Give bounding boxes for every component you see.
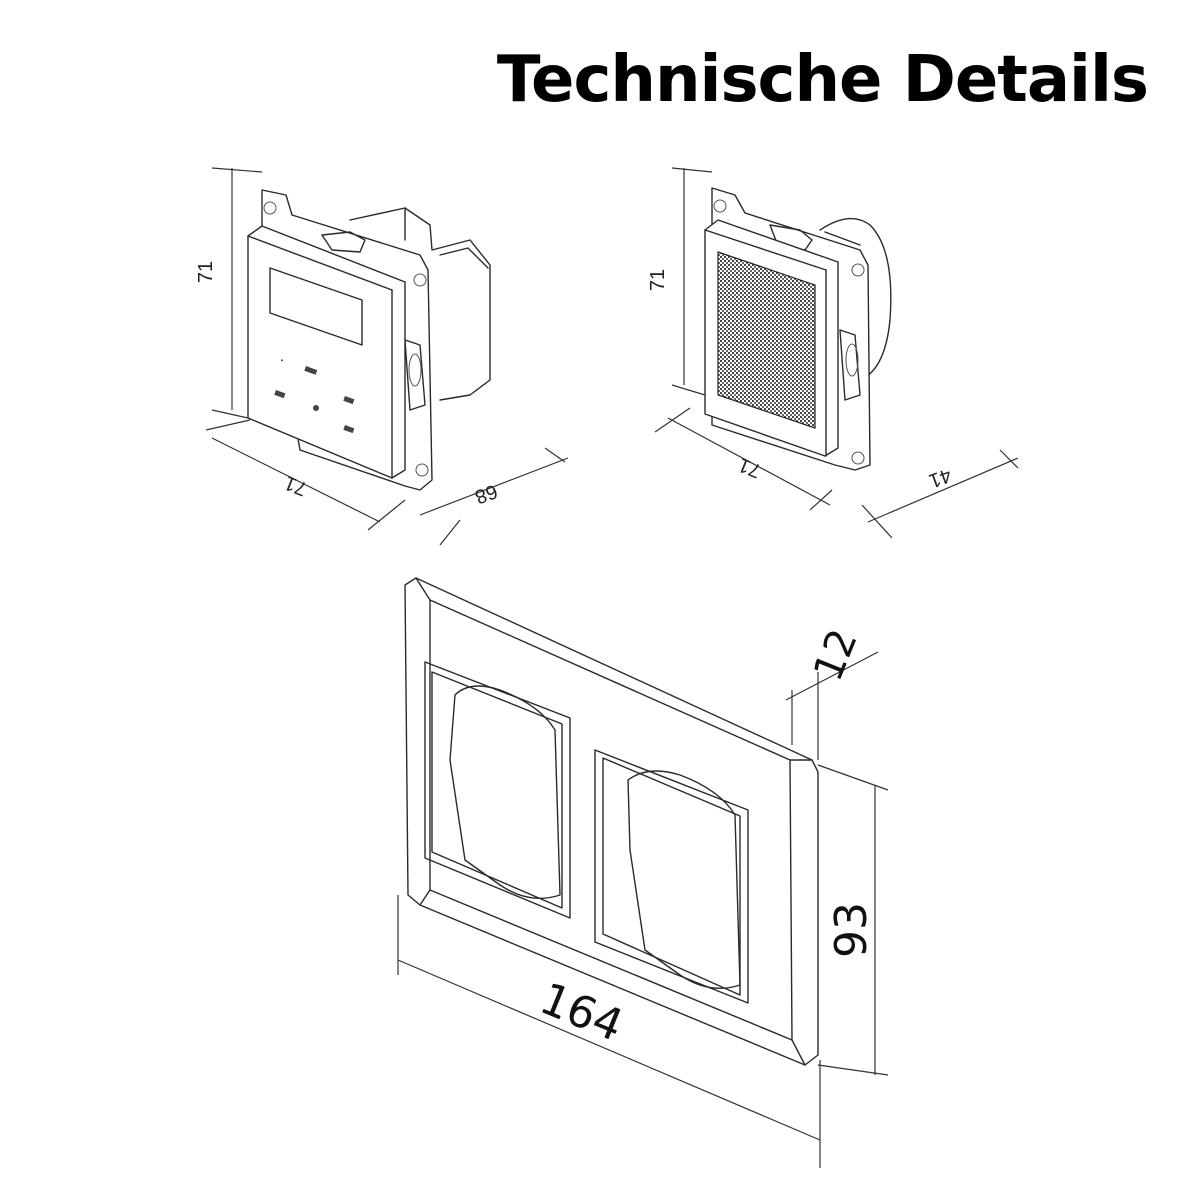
svg-text:•: •: [279, 357, 284, 365]
page-title: Technische Details: [496, 43, 1149, 117]
double-frame-drawing: [404, 577, 819, 1066]
speaker-height-label: 71: [647, 269, 669, 291]
radio-dimensions: [205, 167, 569, 546]
speaker-width-label: 71: [735, 453, 764, 482]
speaker-module-drawing: [704, 187, 892, 471]
frame-height-label: 93: [826, 902, 877, 958]
radio-height-label: 71: [195, 261, 217, 283]
frame-depth-label: 12: [805, 623, 867, 687]
radio-depth-label: 68: [472, 479, 500, 507]
radio-width-label: 71: [281, 471, 310, 500]
radio-module-drawing: •: [247, 189, 491, 491]
frame-dimensions: [397, 651, 889, 1168]
speaker-dimensions: [654, 167, 1019, 539]
